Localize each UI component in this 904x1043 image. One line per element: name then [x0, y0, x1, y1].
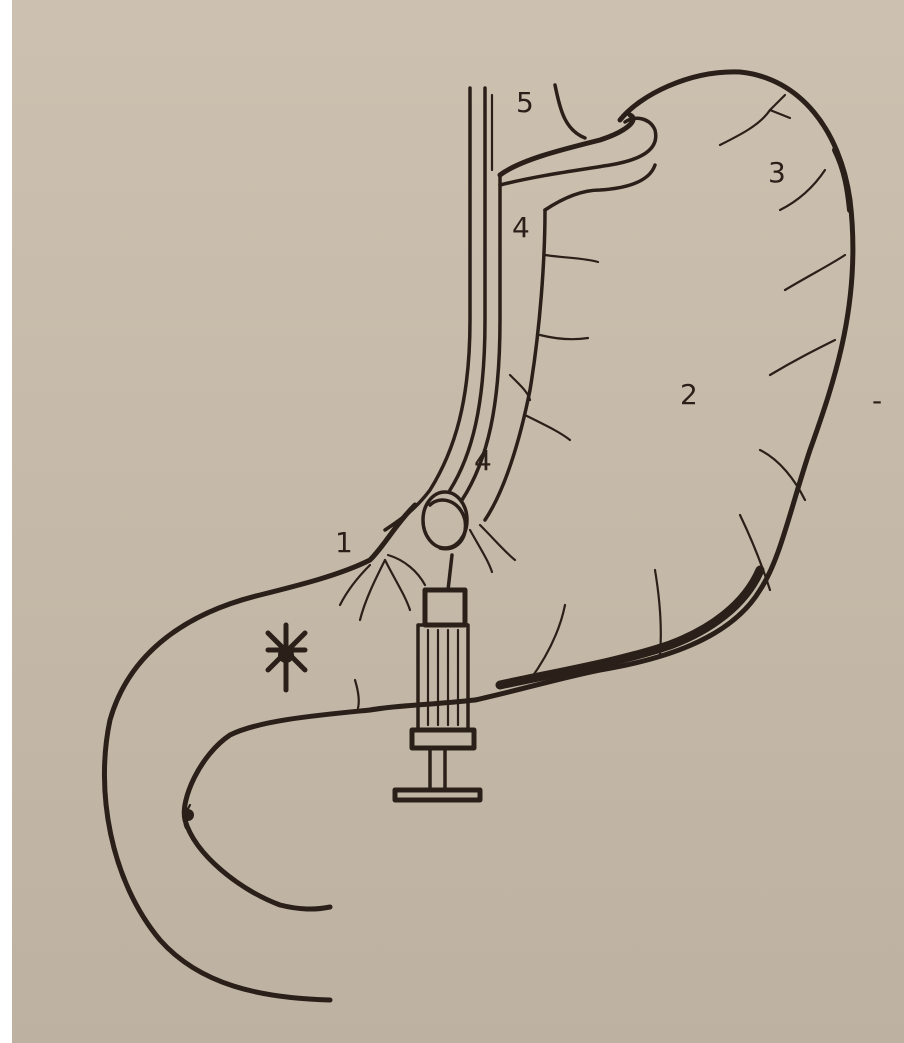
stomach-outline [104, 72, 852, 1000]
margin-dash: - [872, 384, 882, 417]
label-5: 5 [516, 86, 534, 119]
syringe-icon [395, 555, 480, 800]
label-4-lower: 4 [474, 444, 492, 477]
label-3: 3 [768, 156, 786, 189]
label-1: 1 [335, 526, 353, 559]
label-2: 2 [680, 378, 698, 411]
label-4-upper: 4 [512, 211, 530, 244]
asterisk-lesion-icon [268, 625, 305, 690]
